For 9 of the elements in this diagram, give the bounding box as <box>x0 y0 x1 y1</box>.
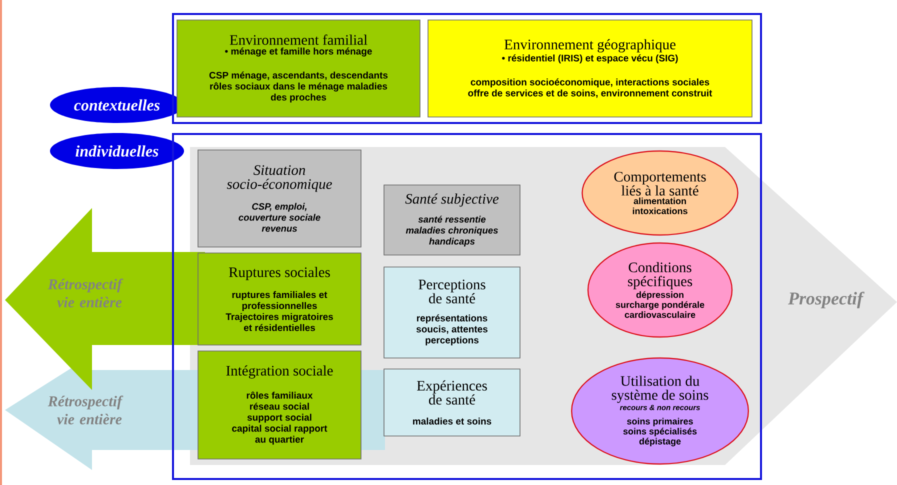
category-box: Situation socio-économique CSP, emploi, couverture sociale revenus <box>198 150 362 248</box>
category-box: Environnement familial • ménage et famille hors ménage CSP ménage, ascendants, descendants rôles sociaux dans le ménage maladies des proches <box>176 20 420 118</box>
category-box: Perceptions de santé représentations soucis, attentes perceptions <box>384 266 520 358</box>
category-box: Santé subjective santé ressentie maladies chroniques handicaps <box>384 184 520 256</box>
category-box: Intégration sociale rôles familiaux réseau social support social capital social rapport au quartier <box>198 350 362 460</box>
node-label: Rétrospectif vie entière <box>48 278 124 308</box>
category-box: Ruptures sociales ruptures familiales et professionnelles Trajectoires migratoires et résidentielles <box>198 252 362 346</box>
category-box: Environnement géographique • résidentiel (IRIS) et espace vécu (SIG) composition socioéconomique, interactions sociales offre de services et de soins, environnement construit <box>428 20 752 118</box>
category-box: Expériences de santé maladies et soins <box>384 368 520 436</box>
